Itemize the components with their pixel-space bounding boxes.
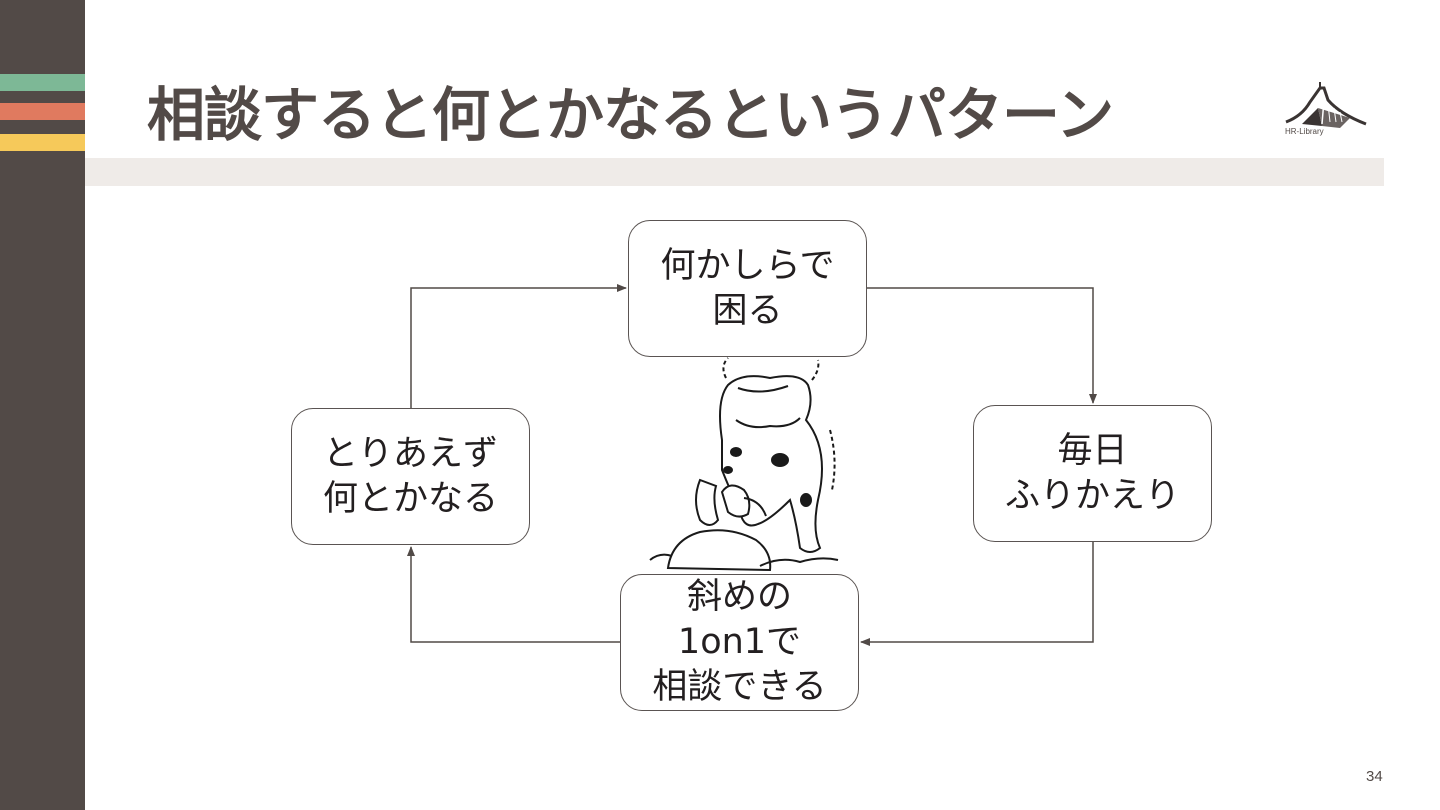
arrow-bottom-to-left [407, 546, 620, 643]
accent-stripe-orange [0, 103, 85, 120]
title-underline-bar [85, 158, 1384, 186]
accent-stripe-green [0, 74, 85, 91]
logo-text: HR-Library [1285, 127, 1324, 136]
slide-title: 相談すると何とかなるというパターン [147, 81, 1114, 149]
frog-on-rock-icon [649, 357, 839, 572]
node-trouble: 何かしらで 困る [628, 220, 867, 357]
node-diagonal-1on1: 斜めの 1on1で 相談できる [620, 574, 859, 711]
hr-library-logo-icon [1285, 82, 1367, 128]
arrow-right-to-bottom [860, 542, 1094, 646]
page-number: 34 [1366, 768, 1383, 785]
accent-stripe-yellow [0, 134, 85, 151]
node-somehow-works: とりあえず 何とかなる [291, 408, 530, 545]
arrow-left-to-top [410, 284, 627, 408]
node-daily-reflection: 毎日 ふりかえり [973, 405, 1212, 542]
arrow-top-to-right [867, 287, 1097, 404]
